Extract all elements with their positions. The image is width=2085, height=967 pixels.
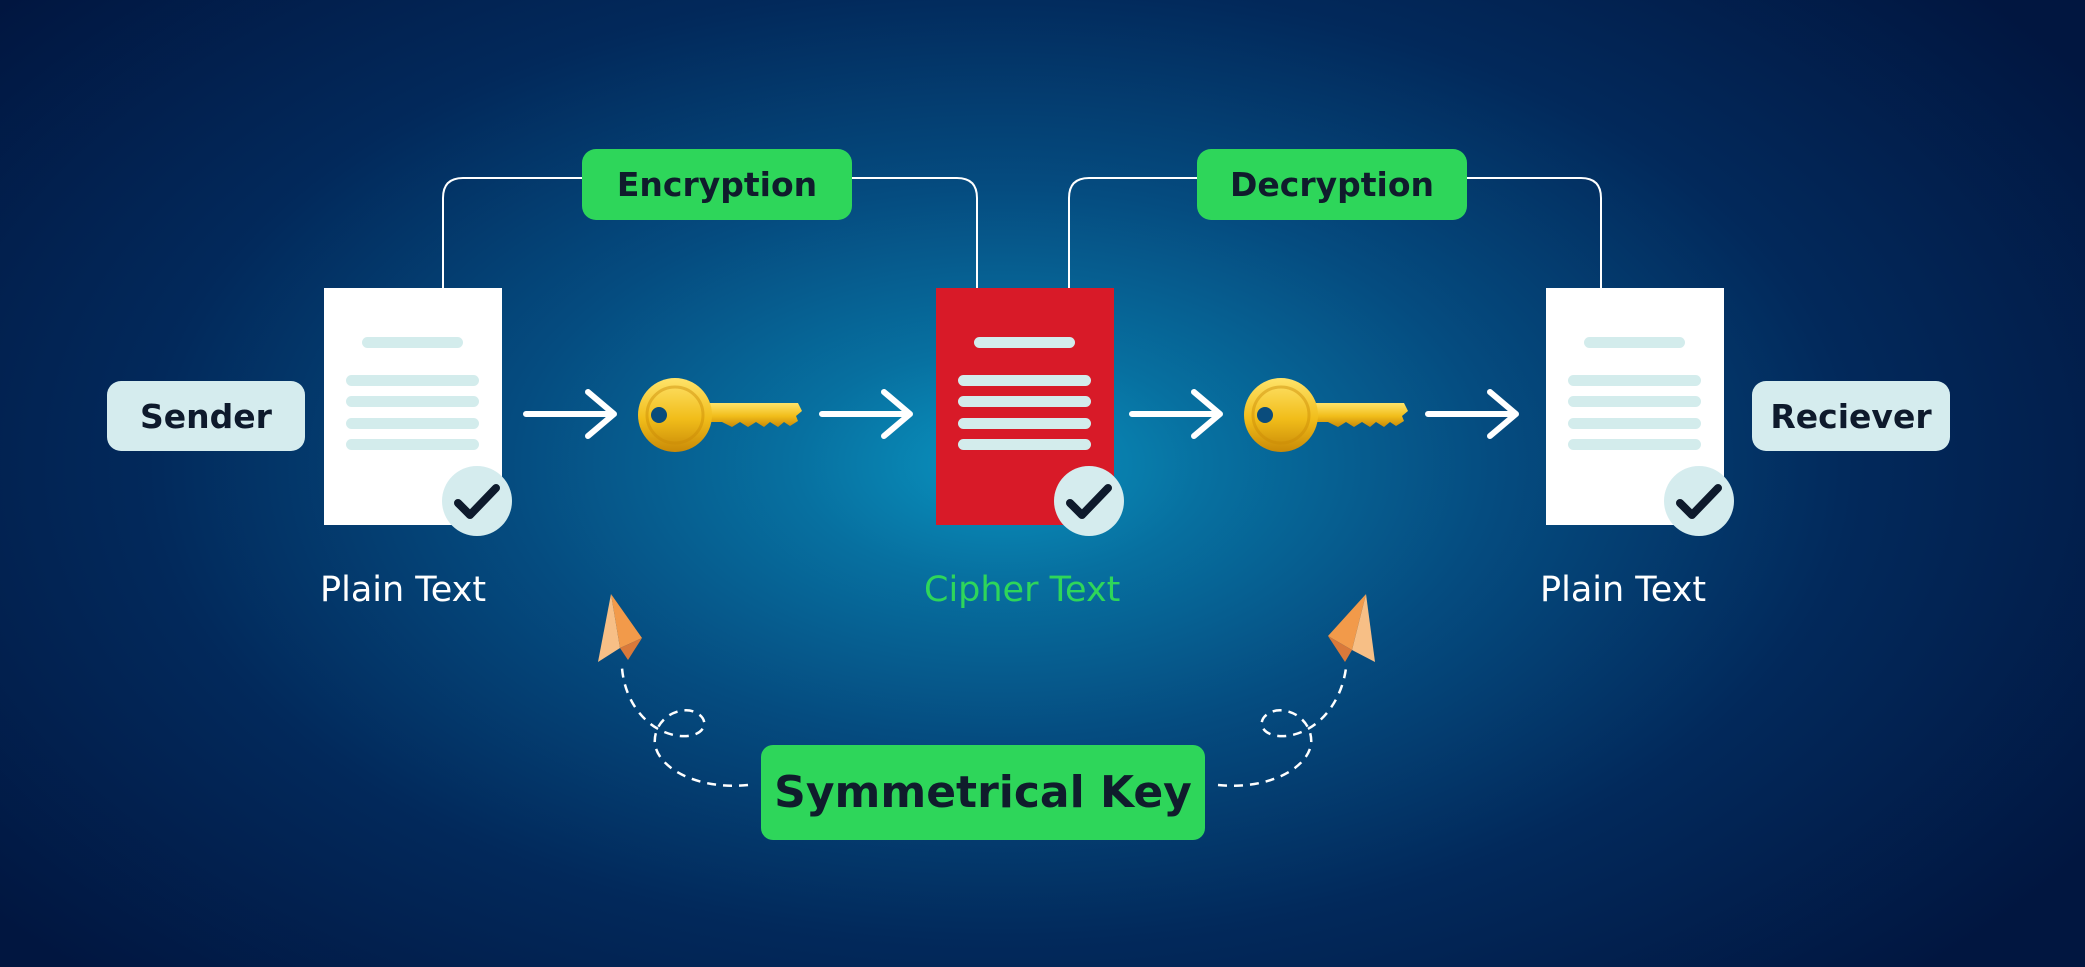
arrow-right-icon — [1129, 389, 1223, 439]
dashed-path-right — [1217, 667, 1348, 788]
key-icon — [1244, 378, 1408, 452]
symmetrical-key-label: Symmetrical Key — [761, 745, 1205, 840]
decryption-bracket — [1068, 177, 1602, 288]
cipher-text-caption: Cipher Text — [924, 570, 1121, 610]
plain-text-caption-left: Plain Text — [320, 570, 487, 610]
key-icon — [638, 378, 802, 452]
checkmark-icon — [1054, 466, 1124, 536]
decryption-label: Decryption — [1197, 149, 1467, 220]
receiver-label: Reciever — [1752, 381, 1950, 451]
checkmark-icon — [442, 466, 512, 536]
paper-plane-icon — [598, 594, 642, 662]
sender-label: Sender — [107, 381, 305, 451]
arrow-right-icon — [523, 389, 617, 439]
arrow-right-icon — [1425, 389, 1519, 439]
plain-text-caption-right: Plain Text — [1540, 570, 1707, 610]
paper-plane-icon — [1328, 594, 1375, 662]
dashed-path-left — [620, 667, 749, 788]
encryption-label: Encryption — [582, 149, 852, 220]
checkmark-icon — [1664, 466, 1734, 536]
encryption-bracket — [442, 177, 978, 288]
arrow-right-icon — [819, 389, 913, 439]
